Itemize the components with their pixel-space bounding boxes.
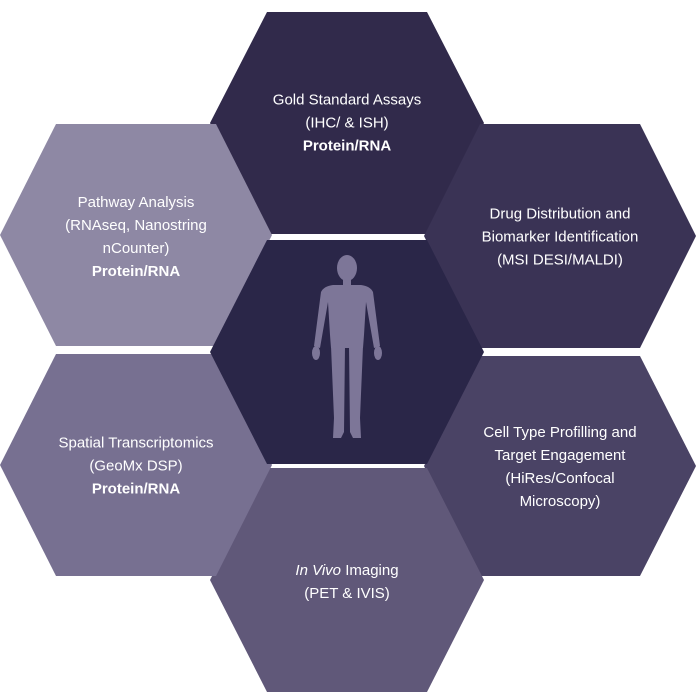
hexagon-bottom-label: In Vivo Imaging (PET & IVIS) xyxy=(295,559,398,605)
hexagon-bottom-right xyxy=(424,356,696,576)
hexagon-bottom-left-title: Spatial Transcriptomics xyxy=(58,434,214,452)
hexagon-top-right xyxy=(424,124,696,348)
hexagon-bottom-right-line3: (HiRes/Confocal xyxy=(505,470,615,487)
hexagon-top-bold: Protein/RNA xyxy=(302,137,392,155)
hexagon-top-left xyxy=(0,124,272,346)
hexagon-top xyxy=(210,12,484,234)
hexagon-top-right-line3: (MSI DESI/MALDI) xyxy=(497,251,623,269)
hexagon-top-title: Gold Standard Assays xyxy=(272,91,422,109)
hexagon-bottom xyxy=(210,468,484,692)
hexagon-bottom-title: In Vivo Imaging xyxy=(295,559,398,582)
hexagon-top-left-bold: Protein/RNA xyxy=(91,263,181,280)
hexagon-top-left-title: Pathway Analysis xyxy=(77,194,195,211)
hexagon-top-label: Gold Standard Assays (IHC/ & ISH) Protei… xyxy=(273,89,421,158)
hexagon-top-right-line2: Biomarker Identification xyxy=(481,228,639,246)
hexagon-top-right-label: Drug Distribution and Biomarker Identifi… xyxy=(482,203,639,272)
hexagon-bottom-left-label: Spatial Transcriptomics (GeoMx DSP) Prot… xyxy=(58,432,213,501)
hexagon-bottom-right-line1: Cell Type Profilling and xyxy=(483,424,637,441)
hexagon-center xyxy=(210,240,484,464)
hexagon-bottom-left-bold: Protein/RNA xyxy=(91,480,181,498)
hexagon-bottom-subtitle: (PET & IVIS) xyxy=(304,585,390,602)
hexagon-bottom-right-line2: Target Engagement xyxy=(494,447,626,464)
hexagon-bottom-right-label: Cell Type Profilling and Target Engageme… xyxy=(483,421,636,513)
hexagon-top-subtitle: (IHC/ & ISH) xyxy=(305,114,389,132)
hexagon-bottom-title-rest: Imaging xyxy=(341,562,399,579)
hexagon-top-left-line2: (RNAseq, Nanostring xyxy=(65,217,207,234)
hexagon-bottom-title-italic: In Vivo xyxy=(295,562,342,579)
hexagon-top-right-line1: Drug Distribution and xyxy=(489,205,631,223)
hexagon-bottom-right-line4: Microscopy) xyxy=(519,493,601,510)
human-figure-icon xyxy=(312,255,382,438)
hexagon-bottom-left xyxy=(0,354,272,576)
hexagon-top-left-label: Pathway Analysis (RNAseq, Nanostring nCo… xyxy=(65,191,207,283)
hexagon-bottom-left-subtitle: (GeoMx DSP) xyxy=(89,457,183,475)
hexagon-top-left-line3: nCounter) xyxy=(102,240,170,257)
